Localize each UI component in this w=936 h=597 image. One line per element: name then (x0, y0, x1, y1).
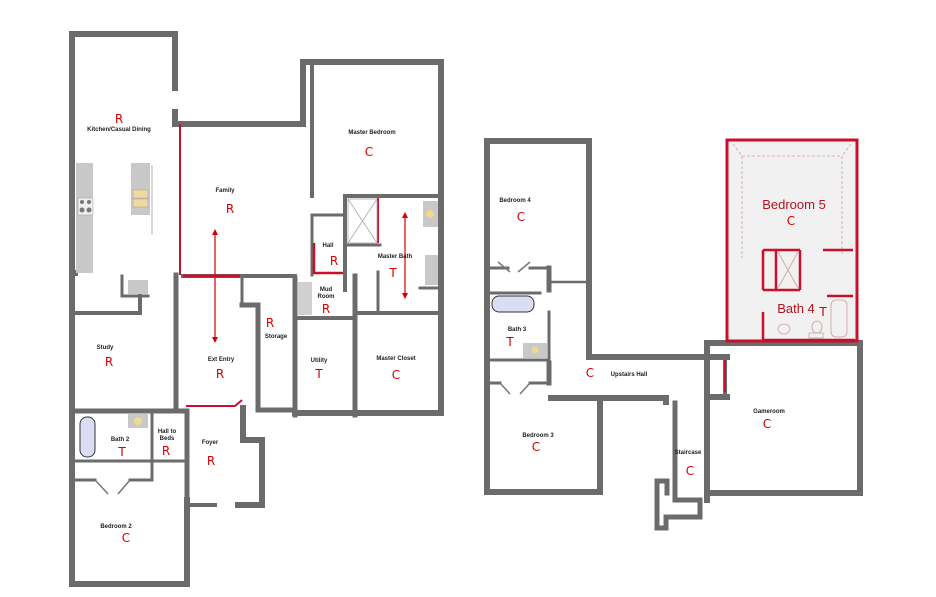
stove-icon (77, 197, 94, 216)
room-label-upstairs-hall: Upstairs Hall (610, 372, 648, 378)
room-code: R (114, 112, 124, 126)
highlight-walls (179, 124, 379, 407)
room-label-family: Family (215, 188, 235, 194)
room-code: R (161, 444, 171, 458)
room-code: C (121, 531, 131, 545)
room-code: R (329, 254, 339, 268)
room-code: C (786, 214, 796, 228)
sink-icon (132, 189, 149, 199)
room-code: C (391, 368, 401, 382)
room-code: C (762, 417, 772, 431)
room-code: R (206, 454, 216, 468)
first-floor-plan (69, 31, 444, 587)
room-label-staircase: Staircase (674, 450, 702, 456)
room-label-utility: Utility (310, 358, 328, 364)
room-label-bedroom-2: Bedroom 2 (100, 524, 132, 530)
room-code: R (215, 367, 225, 381)
room-label-ext-entry: Ext Entry (207, 357, 235, 363)
room-label-bath-3: Bath 3 (507, 327, 527, 333)
room-label-bedroom-3: Bedroom 3 (522, 433, 554, 439)
room-code: T (819, 305, 827, 319)
second-floor-plan (484, 138, 863, 531)
room-label-hall-to-beds: Hall to Beds (157, 429, 177, 442)
room-code: C (364, 145, 374, 159)
room-code: T (315, 367, 323, 381)
room-code: C (516, 210, 526, 224)
closet-door-icon (94, 479, 131, 495)
room-code: R (225, 202, 235, 216)
bedroom5-suite (725, 138, 859, 343)
room-label-master-closet: Master Closet (376, 356, 416, 362)
kitchen-counter (76, 163, 93, 273)
room-label-kitchen: Kitchen/Casual Dining (87, 127, 151, 133)
room-code: R (265, 316, 275, 330)
room-label-bath-2: Bath 2 (110, 437, 130, 443)
room-code: C (585, 366, 595, 380)
room-label-hall: Hall (322, 243, 334, 249)
room-code: C (685, 464, 695, 478)
room-label-master-bedroom: Master Bedroom (348, 130, 396, 136)
room-code: T (118, 445, 126, 459)
room-label-foyer: Foyer (201, 440, 219, 446)
room-code: R (321, 302, 331, 316)
room-code: T (389, 266, 397, 280)
room-label-mud-room: Mud Room (317, 287, 335, 300)
bathtub-icon (79, 416, 96, 458)
room-label-storage: Storage (264, 334, 288, 340)
room-code: R (104, 355, 114, 369)
room-label-master-bath: Master Bath (377, 254, 413, 260)
room-label-gameroom: Gameroom (753, 409, 785, 415)
bathtub-icon (491, 295, 535, 313)
closet-door-icon (497, 261, 531, 395)
wall (69, 31, 178, 91)
shower-icon (347, 198, 378, 244)
room-code: C (531, 440, 541, 454)
room-code: T (506, 335, 514, 349)
room-label-bedroom-4: Bedroom 4 (499, 198, 531, 204)
room-label-study: Study (96, 345, 114, 351)
room-label-bedroom-5: Bedroom 5 (762, 197, 826, 212)
room-label-bath-4: Bath 4 (777, 301, 815, 316)
fixtures (76, 163, 438, 458)
